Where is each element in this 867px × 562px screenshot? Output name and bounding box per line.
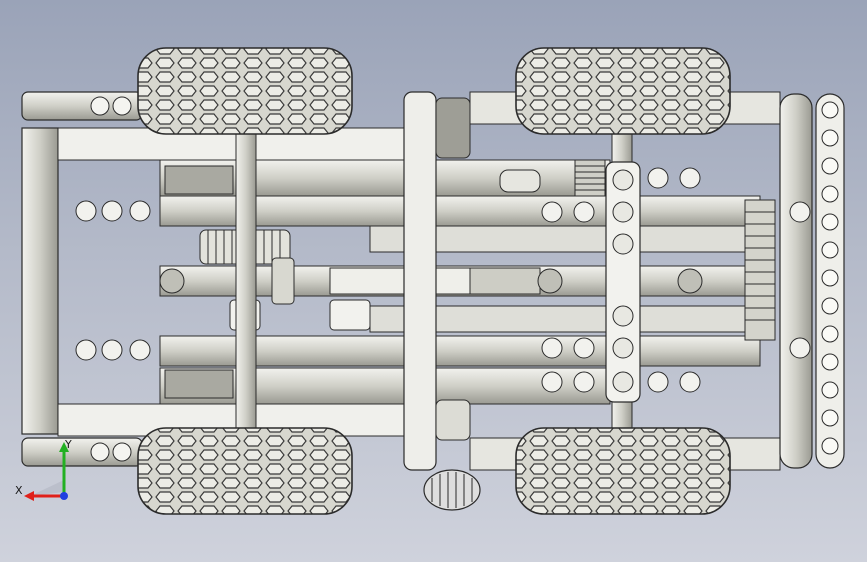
drive-shaft[interactable] (159, 265, 751, 297)
tire-front-right[interactable] (137, 427, 353, 515)
vertical-beam-rear[interactable] (605, 161, 641, 403)
rear-gear-assembly[interactable] (499, 159, 776, 341)
tire-rear-left[interactable] (515, 47, 731, 135)
vertical-beam-front[interactable] (403, 91, 471, 471)
coordinate-triad: X Y (10, 436, 80, 508)
x-axis-label: X (15, 484, 23, 497)
small-gear-wheel[interactable] (423, 469, 481, 511)
front-bumper[interactable] (21, 91, 143, 467)
rear-bumper-beam[interactable] (779, 93, 845, 469)
triad-axes-icon (24, 442, 69, 501)
z-axis-dot (60, 492, 68, 500)
front-axle[interactable] (235, 129, 257, 431)
pin-connectors[interactable] (75, 167, 811, 393)
y-axis-label: Y (65, 438, 72, 451)
tire-front-left[interactable] (137, 47, 353, 135)
tire-rear-right[interactable] (515, 427, 731, 515)
